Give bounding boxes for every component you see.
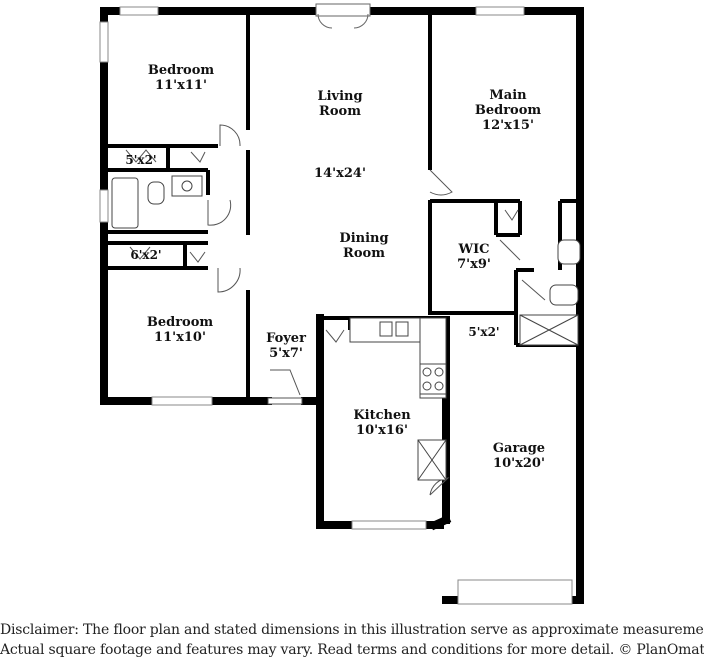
main-bedroom-name1: Main [489,88,527,103]
kitchen-label: Kitchen 10'x16' [353,408,410,438]
closet3-dims: 5'x2' [468,325,500,339]
closet1-dims: 5'x2' [125,153,157,167]
bedroom2-dims: 11'x10' [154,330,206,345]
foyer-label: Foyer 5'x7' [266,331,306,361]
kitchen-name: Kitchen [353,408,411,423]
wic-dims: 7'x9' [457,257,491,272]
dining-room-name2: Room [343,246,385,261]
interior-walls [104,11,580,401]
windows [99,6,573,605]
main-bedroom-name2: Bedroom [474,103,542,118]
garage-label: Garage 10'x20' [493,441,545,471]
bedroom2-name: Bedroom [146,315,214,330]
wic-name: WIC [458,242,490,257]
disclaimer-line1: Disclaimer: The floor plan and stated di… [0,622,704,638]
french-doors [315,3,371,29]
bedroom1-label: Bedroom 11'x11' [148,63,214,93]
living-room-dims: 14'x24' [314,166,366,181]
living-room-label: Living Room [317,89,362,119]
bedroom1-name: Bedroom [147,63,215,78]
foyer-name: Foyer [266,331,306,346]
garage-name: Garage [492,441,546,456]
wic-label: WIC 7'x9' [457,242,491,272]
living-room-name1: Living [317,89,363,104]
bedroom1-dims: 11'x11' [155,78,207,93]
bedroom2-label: Bedroom 11'x10' [147,315,213,345]
fixtures [111,175,581,481]
main-bedroom-label: Main Bedroom 12'x15' [475,88,541,133]
foyer-dims: 5'x7' [269,346,303,361]
floor-plan [99,3,584,605]
garage-dims: 10'x20' [493,456,545,471]
main-bedroom-dims: 12'x15' [482,118,534,133]
living-room-name2: Room [319,104,361,119]
kitchen-dims: 10'x16' [356,423,408,438]
dining-room-name1: Dining [339,231,389,246]
dining-room-label: Dining Room [339,231,388,261]
doors [125,124,546,496]
closet2-dims: 6'x2' [130,248,162,262]
disclaimer: Disclaimer: The floor plan and stated di… [0,620,704,660]
disclaimer-line2: Actual square footage and features may v… [0,642,704,658]
